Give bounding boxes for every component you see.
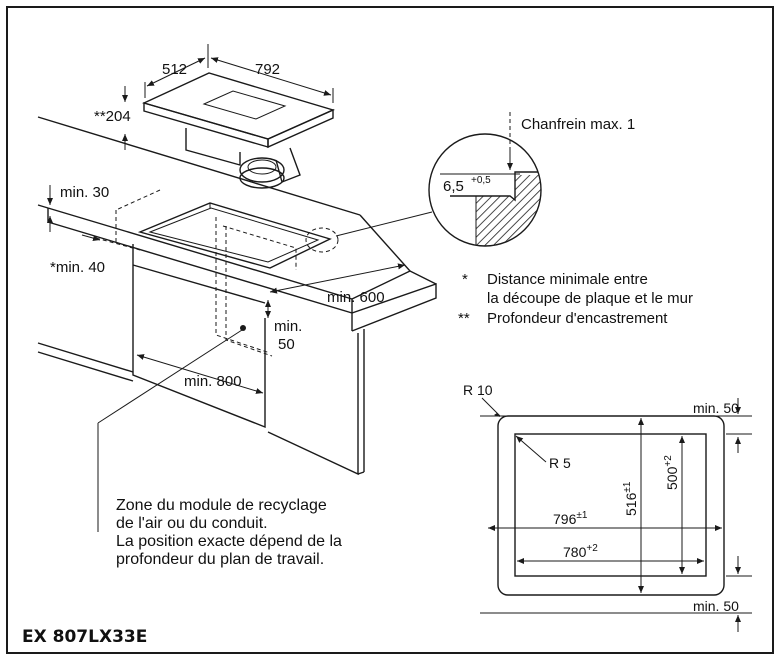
label-height-inner: 500+2 (663, 455, 680, 490)
label-r10: R 10 (463, 382, 493, 398)
label-min-50-front-value: 50 (278, 336, 295, 353)
zone-note: Zone du module de recyclage de l'air ou … (116, 497, 342, 569)
label-min-50-front: min. (274, 318, 302, 335)
label-chamfer: Chanfrein max. 1 (521, 116, 635, 133)
zone-note-line-4: profondeur du plan de travail. (116, 551, 325, 568)
worktop-cabinet-drawing (37, 116, 437, 532)
worktop-dimensions (47, 185, 406, 394)
cutout-plan (480, 397, 752, 632)
zone-note-line-1: Zone du module de recyclage (116, 497, 327, 514)
diagram-frame (6, 6, 774, 654)
legend-star-line1: Distance minimale entre (487, 271, 648, 288)
zone-note-line-2: de l'air ou du conduit. (116, 515, 268, 532)
legend-star-symbol: * (462, 271, 468, 288)
zone-note-line-3: La position exacte dépend de la (116, 533, 342, 550)
label-width-inner: 780+2 (563, 543, 598, 560)
label-chamfer-tolerance: +0,5 (471, 175, 491, 186)
label-r5: R 5 (549, 455, 571, 471)
legend-double-star-text: Profondeur d'encastrement (487, 310, 668, 327)
label-min-40: *min. 40 (50, 259, 105, 276)
label-min-50-top: min. 50 (693, 400, 739, 416)
model-number: EX 807LX33E (22, 627, 148, 647)
label-min-600: min. 600 (327, 289, 385, 306)
label-height-outer: 516±1 (622, 481, 639, 516)
label-install-depth: **204 (94, 108, 131, 125)
label-hob-depth: 512 (162, 61, 187, 78)
legend-star-line2: la découpe de plaque et le mur (487, 290, 693, 307)
legend-double-star-symbol: ** (458, 310, 470, 327)
label-chamfer-value: 6,5 (443, 178, 464, 195)
label-min-800: min. 800 (184, 373, 242, 390)
label-min-30: min. 30 (60, 184, 109, 201)
label-min-50-bottom: min. 50 (693, 598, 739, 614)
hob-drawing (142, 72, 336, 189)
label-width-outer: 796±1 (553, 510, 588, 527)
hob-dimensions (122, 44, 334, 150)
label-hob-width: 792 (255, 61, 280, 78)
